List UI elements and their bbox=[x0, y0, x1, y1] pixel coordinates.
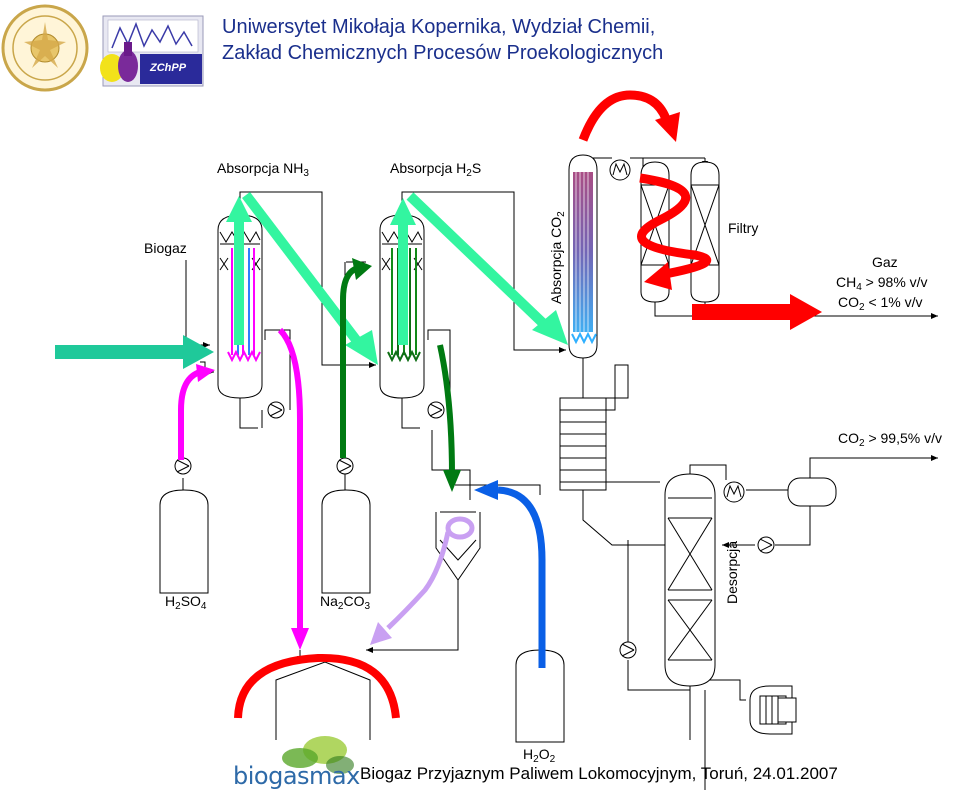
label-desorption: Desorpcja bbox=[724, 540, 740, 604]
label-biogas: Biogaz bbox=[144, 240, 187, 256]
desorption-column bbox=[664, 473, 716, 687]
label-na2co3: Na2CO3 bbox=[320, 593, 371, 612]
biogasmax-leaf-logo bbox=[282, 736, 354, 774]
blue-flow-arrow bbox=[474, 480, 546, 668]
pump-nh3 bbox=[267, 401, 285, 419]
label-gas-co2: CO2 < 1% v/v bbox=[838, 294, 923, 313]
header-line-2: Zakład Chemicznych Procesów Proekologicz… bbox=[222, 42, 664, 64]
zchpp-logo bbox=[100, 15, 204, 87]
label-co2-output: CO2 > 99,5% v/v bbox=[838, 430, 942, 449]
footer-caption: Biogaz Przyjaznym Paliwem Lokomocyjnym, … bbox=[360, 764, 838, 783]
co2-absorber-column bbox=[568, 154, 598, 359]
heat-exchanger-symbol bbox=[609, 159, 631, 181]
reboiler bbox=[749, 685, 797, 735]
label-nh3-absorption: Absorpcja NH3 bbox=[217, 160, 309, 179]
label-gas-title: Gaz bbox=[872, 254, 898, 270]
label-gas-ch4: CH4 > 98% v/v bbox=[836, 274, 928, 293]
biogas-inlet-arrow bbox=[55, 335, 214, 369]
pump-h2s bbox=[427, 401, 445, 419]
waste-vessel bbox=[275, 661, 371, 740]
label-h2so4: H2SO4 bbox=[165, 593, 207, 612]
pump-reflux bbox=[757, 536, 775, 554]
label-filters: Filtry bbox=[728, 220, 759, 236]
h2so4-tank bbox=[159, 489, 209, 594]
lavender-flow-arrow bbox=[370, 516, 475, 645]
label-h2s-absorption: Absorpcja H2S bbox=[390, 160, 482, 179]
pump-na2co3 bbox=[336, 457, 354, 475]
condenser-symbol bbox=[723, 481, 745, 503]
red-flow-arrows bbox=[234, 90, 822, 719]
zchpp-badge-text: ZChPP bbox=[150, 62, 187, 74]
university-seal-logo bbox=[1, 4, 89, 92]
label-h2o2: H2O2 bbox=[523, 746, 556, 765]
reflux-drum bbox=[787, 477, 837, 507]
pump-lean bbox=[619, 641, 637, 659]
plate-heat-exchanger bbox=[559, 397, 607, 491]
biogasmax-logo-text: biogasmax bbox=[233, 762, 360, 790]
filter-vessel-2 bbox=[690, 161, 720, 303]
label-co2-absorption: Absorpcja CO2 bbox=[548, 211, 567, 304]
pump-acid bbox=[174, 457, 192, 475]
magenta-flow-arrows bbox=[178, 327, 309, 650]
dark-green-flow-arrows bbox=[340, 258, 461, 492]
na2co3-tank bbox=[321, 489, 371, 594]
header-line-1: Uniwersytet Mikołaja Kopernika, Wydział … bbox=[222, 16, 656, 38]
